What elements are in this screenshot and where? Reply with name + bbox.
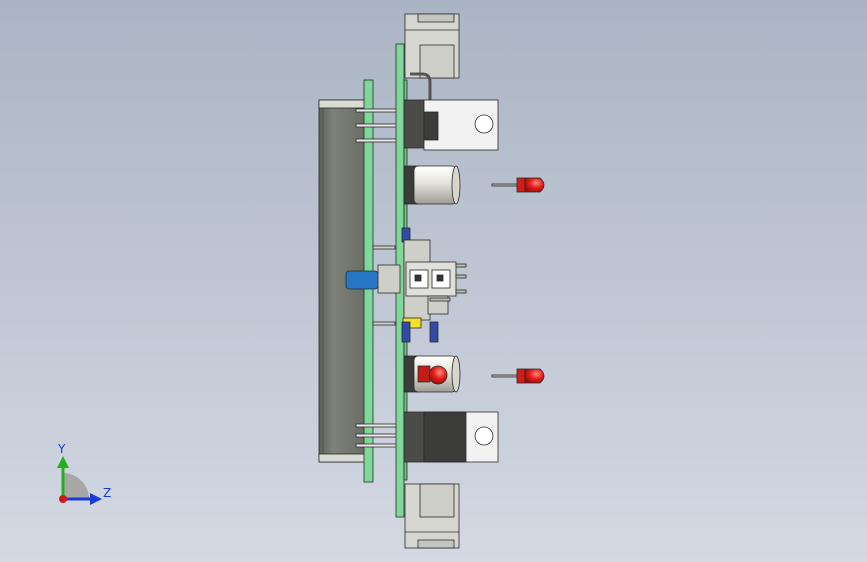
heatsink-hole-bottom — [474, 426, 494, 446]
spacer-posts — [372, 245, 396, 326]
pcb-assembly-model[interactable] — [318, 13, 545, 549]
y-axis-label: Y — [57, 442, 66, 456]
triad-quarter-arc — [63, 473, 89, 499]
z-axis-arrow — [90, 493, 102, 505]
led-bottom-loose — [491, 368, 545, 384]
orientation-triad: Y Z — [57, 442, 111, 505]
led-top-loose — [491, 177, 545, 193]
header-pins-bottom — [355, 423, 401, 448]
capacitor-top — [403, 165, 461, 205]
voltage-regulator-bottom — [403, 411, 499, 463]
bottom-connector — [404, 483, 460, 549]
center-connector-cluster — [401, 227, 467, 343]
y-axis-arrow — [57, 456, 69, 468]
top-connector — [404, 13, 460, 79]
voltage-regulator-top — [403, 72, 499, 151]
triad-origin — [59, 495, 67, 503]
led-on-board — [417, 365, 448, 385]
heatsink-hole-top — [474, 114, 494, 134]
potentiometer-knob — [345, 264, 401, 294]
z-axis-label: Z — [103, 486, 111, 500]
